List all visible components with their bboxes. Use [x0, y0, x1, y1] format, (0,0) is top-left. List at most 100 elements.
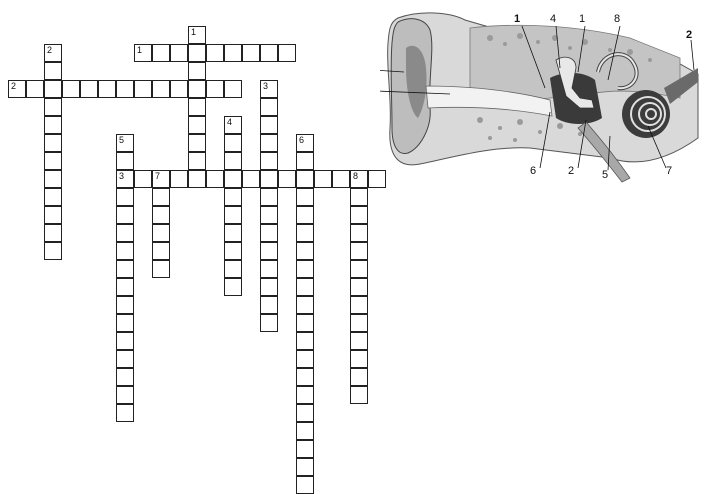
crossword-cell[interactable] [116, 80, 134, 98]
crossword-cell[interactable] [62, 80, 80, 98]
crossword-cell[interactable] [188, 116, 206, 134]
crossword-cell[interactable] [350, 350, 368, 368]
crossword-cell[interactable] [296, 278, 314, 296]
crossword-cell[interactable] [224, 170, 242, 188]
crossword-cell[interactable] [44, 98, 62, 116]
crossword-cell[interactable] [350, 206, 368, 224]
crossword-cell[interactable] [152, 44, 170, 62]
crossword-cell[interactable]: 6 [296, 134, 314, 152]
crossword-cell[interactable] [44, 152, 62, 170]
crossword-cell[interactable] [116, 404, 134, 422]
crossword-cell[interactable] [224, 224, 242, 242]
crossword-cell[interactable] [116, 314, 134, 332]
crossword-cell[interactable]: 1 [188, 26, 206, 44]
crossword-cell[interactable] [152, 224, 170, 242]
crossword-cell[interactable] [260, 188, 278, 206]
crossword-cell[interactable] [260, 224, 278, 242]
crossword-cell[interactable] [170, 80, 188, 98]
crossword-cell[interactable] [152, 206, 170, 224]
crossword-cell[interactable] [260, 206, 278, 224]
crossword-cell[interactable] [350, 332, 368, 350]
crossword-cell[interactable]: 7 [152, 170, 170, 188]
crossword-cell[interactable] [296, 458, 314, 476]
crossword-cell[interactable] [296, 224, 314, 242]
crossword-cell[interactable] [224, 134, 242, 152]
crossword-cell[interactable] [152, 80, 170, 98]
crossword-cell[interactable] [152, 188, 170, 206]
crossword-cell[interactable] [224, 242, 242, 260]
crossword-cell[interactable] [296, 440, 314, 458]
crossword-cell[interactable] [206, 170, 224, 188]
crossword-cell[interactable] [116, 242, 134, 260]
crossword-cell[interactable] [296, 332, 314, 350]
crossword-cell[interactable] [224, 80, 242, 98]
crossword-cell[interactable] [188, 80, 206, 98]
crossword-cell[interactable] [80, 80, 98, 98]
crossword-cell[interactable]: 1 [134, 44, 152, 62]
crossword-cell[interactable] [116, 188, 134, 206]
crossword-cell[interactable] [224, 206, 242, 224]
crossword-cell[interactable] [350, 314, 368, 332]
crossword-cell[interactable] [350, 368, 368, 386]
crossword-cell[interactable] [44, 80, 62, 98]
crossword-cell[interactable] [224, 188, 242, 206]
crossword-cell[interactable]: 8 [350, 170, 368, 188]
crossword-cell[interactable] [296, 296, 314, 314]
crossword-cell[interactable] [296, 152, 314, 170]
crossword-cell[interactable] [350, 188, 368, 206]
crossword-cell[interactable] [224, 278, 242, 296]
crossword-cell[interactable] [188, 170, 206, 188]
crossword-cell[interactable] [188, 62, 206, 80]
crossword-cell[interactable] [314, 170, 332, 188]
crossword-cell[interactable] [116, 260, 134, 278]
crossword-cell[interactable] [296, 350, 314, 368]
crossword-cell[interactable] [350, 224, 368, 242]
crossword-cell[interactable] [224, 152, 242, 170]
crossword-cell[interactable] [350, 278, 368, 296]
crossword-cell[interactable] [134, 170, 152, 188]
crossword-cell[interactable] [152, 260, 170, 278]
crossword-cell[interactable]: 4 [224, 116, 242, 134]
crossword-cell[interactable] [278, 44, 296, 62]
crossword-cell[interactable] [206, 80, 224, 98]
crossword-cell[interactable] [116, 278, 134, 296]
crossword-cell[interactable] [44, 206, 62, 224]
crossword-cell[interactable] [296, 260, 314, 278]
crossword-cell[interactable] [296, 170, 314, 188]
crossword-cell[interactable] [116, 152, 134, 170]
crossword-cell[interactable] [260, 278, 278, 296]
crossword-cell[interactable] [152, 242, 170, 260]
crossword-cell[interactable] [296, 422, 314, 440]
crossword-cell[interactable] [116, 224, 134, 242]
crossword-cell[interactable]: 2 [44, 44, 62, 62]
crossword-cell[interactable] [278, 170, 296, 188]
crossword-cell[interactable] [260, 98, 278, 116]
crossword-cell[interactable] [350, 260, 368, 278]
crossword-cell[interactable] [260, 296, 278, 314]
crossword-cell[interactable] [350, 386, 368, 404]
crossword-cell[interactable] [296, 314, 314, 332]
crossword-cell[interactable] [242, 170, 260, 188]
crossword-cell[interactable] [116, 296, 134, 314]
crossword-cell[interactable] [296, 386, 314, 404]
crossword-cell[interactable] [260, 314, 278, 332]
crossword-cell[interactable] [44, 134, 62, 152]
crossword-cell[interactable] [134, 80, 152, 98]
crossword-cell[interactable] [260, 44, 278, 62]
crossword-cell[interactable]: 5 [116, 134, 134, 152]
crossword-cell[interactable] [170, 170, 188, 188]
crossword-cell[interactable] [260, 260, 278, 278]
crossword-cell[interactable] [296, 404, 314, 422]
crossword-cell[interactable] [44, 242, 62, 260]
crossword-cell[interactable] [296, 242, 314, 260]
crossword-cell[interactable] [260, 116, 278, 134]
crossword-cell[interactable] [296, 188, 314, 206]
crossword-cell[interactable] [332, 170, 350, 188]
crossword-cell[interactable] [260, 152, 278, 170]
crossword-cell[interactable] [224, 44, 242, 62]
crossword-cell[interactable] [44, 62, 62, 80]
crossword-cell[interactable] [350, 242, 368, 260]
crossword-cell[interactable] [116, 206, 134, 224]
crossword-cell[interactable] [170, 44, 188, 62]
crossword-cell[interactable] [188, 134, 206, 152]
